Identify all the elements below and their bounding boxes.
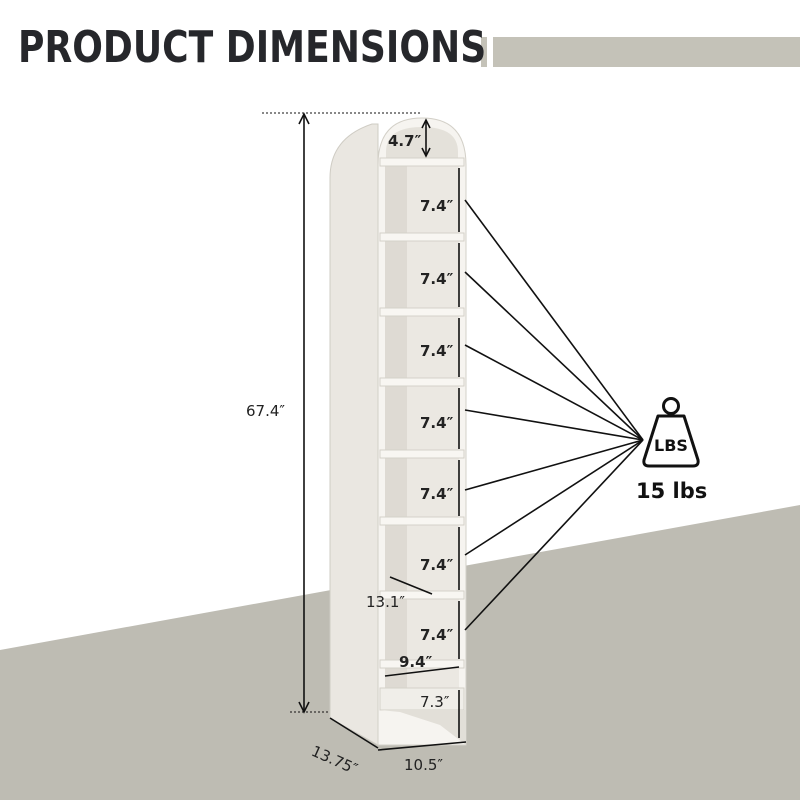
weight-callout-line xyxy=(464,344,644,441)
weight-icon-handle xyxy=(662,397,680,415)
bookcase-arch-niche xyxy=(386,127,458,160)
weight-callout-line xyxy=(464,439,644,556)
shelf-gap-label: 7.4″ xyxy=(420,414,454,432)
bookcase-side-panel xyxy=(329,123,379,746)
weight-callout-line xyxy=(464,199,644,441)
shelf-gap-label: 7.4″ xyxy=(420,270,454,288)
shelf xyxy=(379,307,465,317)
inner-width-line xyxy=(384,666,460,677)
shelf xyxy=(379,449,465,459)
weight-callout-line xyxy=(464,271,644,441)
shelf-depth-label: 13.1″ xyxy=(366,593,406,611)
title-divider xyxy=(481,37,487,67)
overall-depth-line xyxy=(329,717,379,749)
depth-dimension-line xyxy=(389,576,433,595)
shelf-gap-label: 7.4″ xyxy=(420,626,454,644)
shelf xyxy=(379,377,465,387)
weight-value: 15 lbs xyxy=(636,479,708,503)
shelf-gap-label: 7.4″ xyxy=(420,342,454,360)
dimension-lines xyxy=(262,112,644,751)
base-height-label: 7.3″ xyxy=(420,693,450,711)
title-accent-bar xyxy=(493,37,800,67)
weight-callout-line xyxy=(464,409,644,441)
inner-width-label: 9.4″ xyxy=(399,653,433,671)
shelf-gap-label: 7.4″ xyxy=(420,556,454,574)
weight-icon-label: LBS xyxy=(654,436,688,455)
shelf-gap-label: 7.4″ xyxy=(420,485,454,503)
bookcase xyxy=(329,117,467,746)
shelf xyxy=(379,590,465,600)
overall-height-label: 67.4″ xyxy=(246,402,286,420)
overall-width-line xyxy=(377,741,467,751)
weight-callout-line xyxy=(464,439,644,491)
weight-icon: LBS xyxy=(642,397,700,468)
shelf xyxy=(379,516,465,526)
shelf xyxy=(379,659,465,669)
arrowhead xyxy=(421,118,431,129)
weight-icon-body xyxy=(642,414,700,468)
bookcase-inner-side xyxy=(385,160,407,688)
bookcase-base-shadow xyxy=(380,710,466,745)
shelf xyxy=(379,157,465,167)
shelf-gap-label: 7.4″ xyxy=(420,197,454,215)
weight-callout-line xyxy=(464,439,644,631)
arrowhead xyxy=(421,147,431,158)
shelf xyxy=(379,232,465,242)
page-title: PRODUCT DIMENSIONS xyxy=(18,22,487,73)
arch-height-label: 4.7″ xyxy=(388,132,422,150)
arrowhead xyxy=(298,112,310,125)
overall-width-label: 10.5″ xyxy=(404,756,444,774)
weight-tag: LBS xyxy=(638,396,704,470)
